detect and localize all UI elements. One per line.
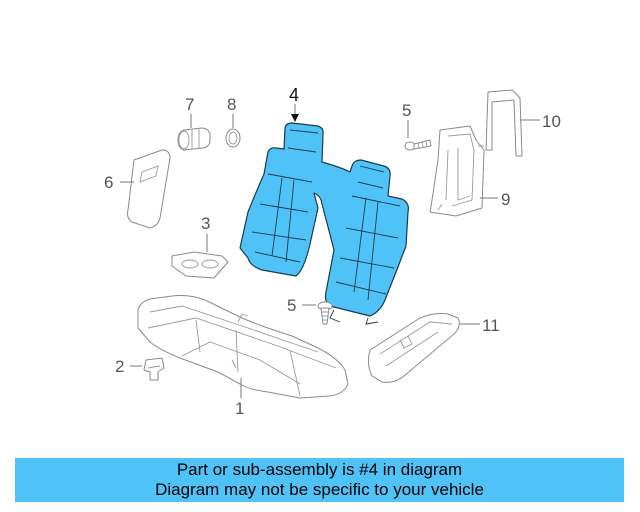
leader-lines: [120, 104, 540, 398]
callout-5-lower: 5: [287, 296, 296, 315]
callout-6: 6: [104, 173, 113, 192]
callout-5-upper: 5: [402, 101, 411, 120]
callout-7: 7: [185, 95, 194, 114]
part-9-bracket[interactable]: [429, 125, 485, 217]
part-3-cup-holder[interactable]: [171, 251, 229, 279]
info-banner: Part or sub-assembly is #4 in diagram Di…: [15, 458, 624, 502]
part-10-trim[interactable]: [485, 89, 523, 157]
callout-10: 10: [542, 112, 561, 131]
part-2-clip[interactable]: [143, 357, 165, 381]
part-8-ring[interactable]: [225, 128, 241, 148]
banner-line-2: Diagram may not be specific to your vehi…: [155, 480, 484, 499]
callout-4: 4: [289, 85, 299, 105]
part-7-knob[interactable]: [177, 127, 211, 151]
callout-11: 11: [482, 316, 500, 335]
part-5-screw-upper[interactable]: [404, 139, 432, 151]
callout-1: 1: [235, 399, 244, 418]
banner-line-1: Part or sub-assembly is #4 in diagram: [176, 460, 463, 479]
callout-9: 9: [501, 190, 510, 209]
part-6-panel[interactable]: [127, 149, 171, 229]
part-11-hinge-cover[interactable]: [367, 313, 460, 383]
callout-8: 8: [227, 95, 236, 114]
part-1-seat-cushion[interactable]: [137, 295, 349, 399]
callout-2: 2: [115, 357, 124, 376]
part-5-screw-lower[interactable]: [317, 301, 333, 325]
callout-3: 3: [201, 214, 210, 233]
part-4-seat-back[interactable]: [239, 122, 409, 325]
